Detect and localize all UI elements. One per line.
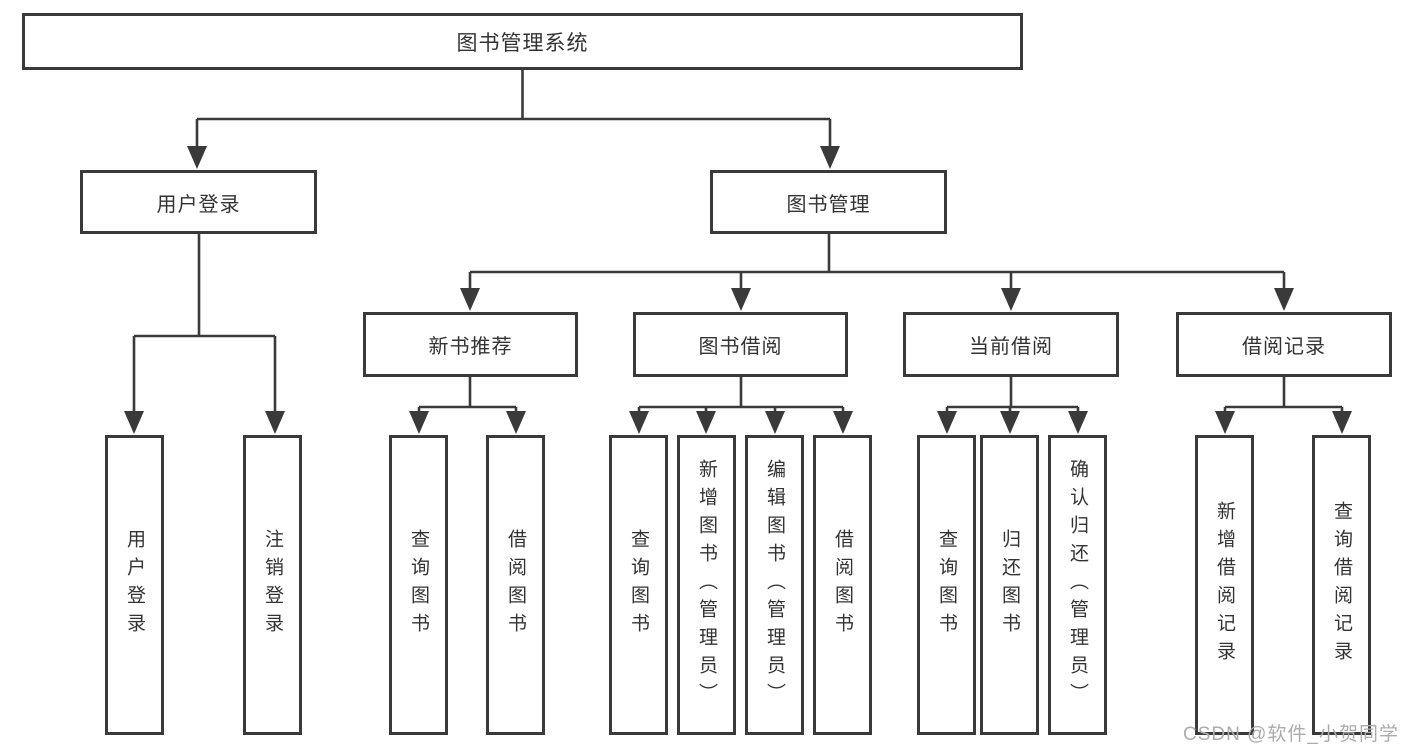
leaf-add-borrow-record: 新增借阅记录 (1195, 435, 1254, 735)
leaf-borrow-books: 借阅图书 (813, 435, 872, 735)
leaf-query-books-recommend: 查询图书 (389, 435, 448, 735)
node-borrow-records: 借阅记录 (1176, 312, 1392, 377)
node-library-management-system: 图书管理系统 (22, 13, 1023, 70)
leaf-confirm-return-admin: 确认归还（管理员） (1048, 435, 1107, 735)
node-current-borrow: 当前借阅 (903, 312, 1119, 377)
leaf-edit-books-admin: 编辑图书（管理员） (745, 435, 804, 735)
leaf-query-books-borrow: 查询图书 (609, 435, 668, 735)
node-book-management: 图书管理 (710, 170, 947, 234)
leaf-query-books-current: 查询图书 (917, 435, 976, 735)
leaf-borrow-books-recommend: 借阅图书 (486, 435, 545, 735)
leaf-add-books-admin: 新增图书（管理员） (677, 435, 736, 735)
leaf-return-books: 归还图书 (980, 435, 1039, 735)
leaf-user-login: 用户登录 (105, 435, 164, 735)
leaf-query-borrow-record: 查询借阅记录 (1312, 435, 1371, 735)
csdn-watermark: CSDN @软件_小贺同学 (1183, 724, 1399, 745)
node-user-login: 用户登录 (80, 170, 317, 234)
node-new-book-recommend: 新书推荐 (363, 312, 578, 377)
node-book-borrow: 图书借阅 (633, 312, 848, 377)
leaf-logout: 注销登录 (243, 435, 302, 735)
